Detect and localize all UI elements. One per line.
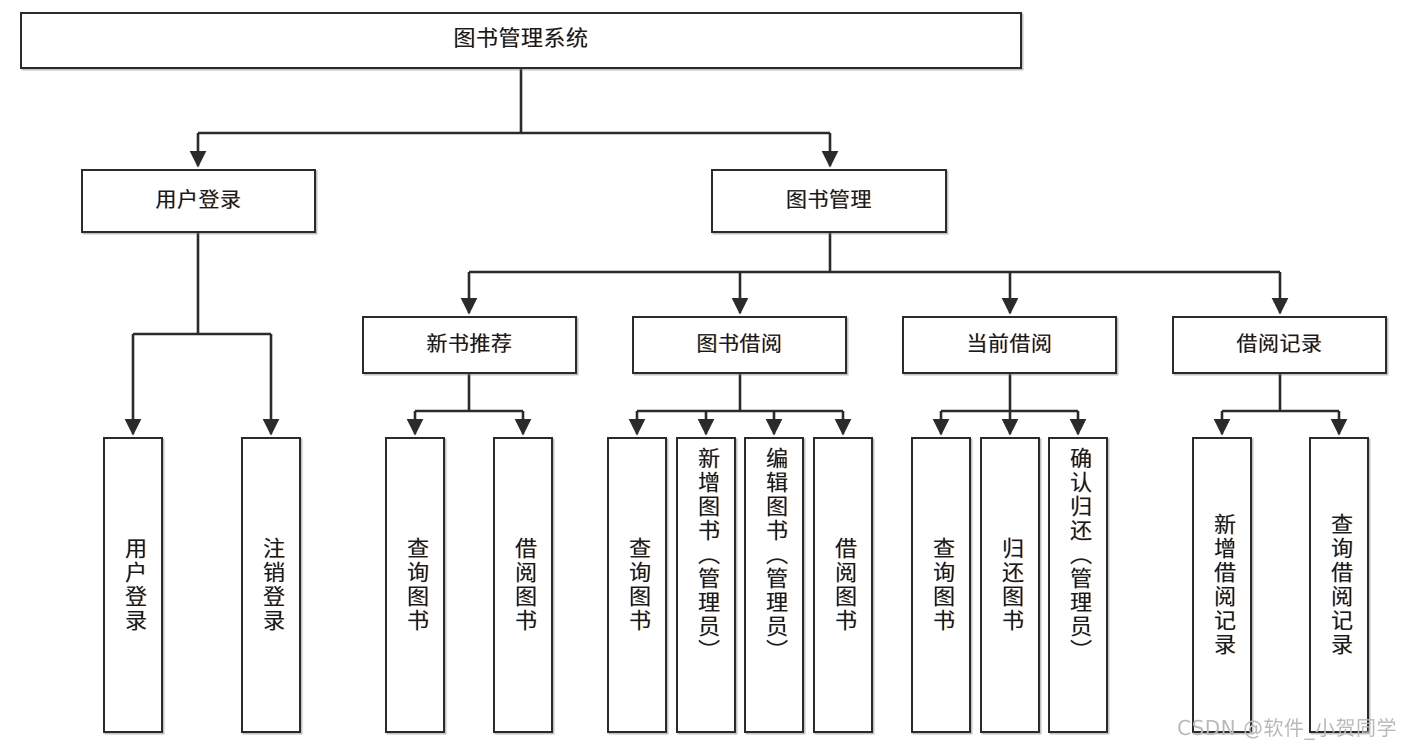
node-label: 用户登录	[121, 537, 147, 633]
node-book-management[interactable]: 图书管理	[711, 169, 947, 233]
node-label: 当前借阅	[966, 332, 1053, 357]
node-label: 查询图书	[625, 537, 651, 633]
leaf-borrow-books-borrow[interactable]: 借阅图书	[813, 437, 873, 733]
node-label: 编辑图书（管理员）	[762, 447, 788, 663]
node-label: 新增借阅记录	[1210, 513, 1236, 657]
leaf-add-borrow-record[interactable]: 新增借阅记录	[1192, 437, 1252, 733]
node-label: 归还图书	[998, 537, 1024, 633]
node-label: 查询图书	[403, 537, 429, 633]
leaf-query-books-newbook[interactable]: 查询图书	[385, 437, 445, 733]
leaf-query-borrow-record[interactable]: 查询借阅记录	[1309, 437, 1369, 733]
node-label: 借阅图书	[831, 537, 857, 633]
leaf-user-login[interactable]: 用户登录	[103, 437, 163, 733]
leaf-borrow-books-newbook[interactable]: 借阅图书	[493, 437, 553, 733]
node-user-login[interactable]: 用户登录	[81, 169, 316, 233]
leaf-logout[interactable]: 注销登录	[241, 437, 301, 733]
node-label: 新增图书（管理员）	[694, 447, 720, 663]
leaf-confirm-return-admin[interactable]: 确认归还（管理员）	[1048, 437, 1108, 733]
leaf-return-books[interactable]: 归还图书	[980, 437, 1040, 733]
node-label: 借阅图书	[511, 537, 537, 633]
node-label: 注销登录	[259, 537, 285, 633]
leaf-query-books-borrow[interactable]: 查询图书	[607, 437, 667, 733]
node-label: 图书管理	[786, 188, 872, 213]
node-borrowing-records[interactable]: 借阅记录	[1172, 316, 1387, 374]
node-label: 确认归还（管理员）	[1066, 447, 1092, 663]
node-book-borrowing[interactable]: 图书借阅	[632, 316, 847, 374]
leaf-query-books-current[interactable]: 查询图书	[911, 437, 971, 733]
node-label: 查询借阅记录	[1327, 513, 1353, 657]
node-label: 用户登录	[155, 188, 242, 213]
node-label: 新书推荐	[426, 332, 513, 357]
node-label: 查询图书	[929, 537, 955, 633]
watermark-text: CSDN @软件_小贺同学	[1177, 716, 1397, 740]
node-label: 图书管理系统	[453, 27, 589, 53]
node-current-borrowing[interactable]: 当前借阅	[902, 316, 1117, 374]
node-label: 借阅记录	[1236, 332, 1323, 357]
node-label: 图书借阅	[696, 332, 783, 357]
leaf-add-book-admin[interactable]: 新增图书（管理员）	[676, 437, 736, 733]
node-new-book-recommendation[interactable]: 新书推荐	[362, 316, 577, 374]
node-root-book-management-system[interactable]: 图书管理系统	[20, 12, 1022, 69]
leaf-edit-book-admin[interactable]: 编辑图书（管理员）	[744, 437, 804, 733]
